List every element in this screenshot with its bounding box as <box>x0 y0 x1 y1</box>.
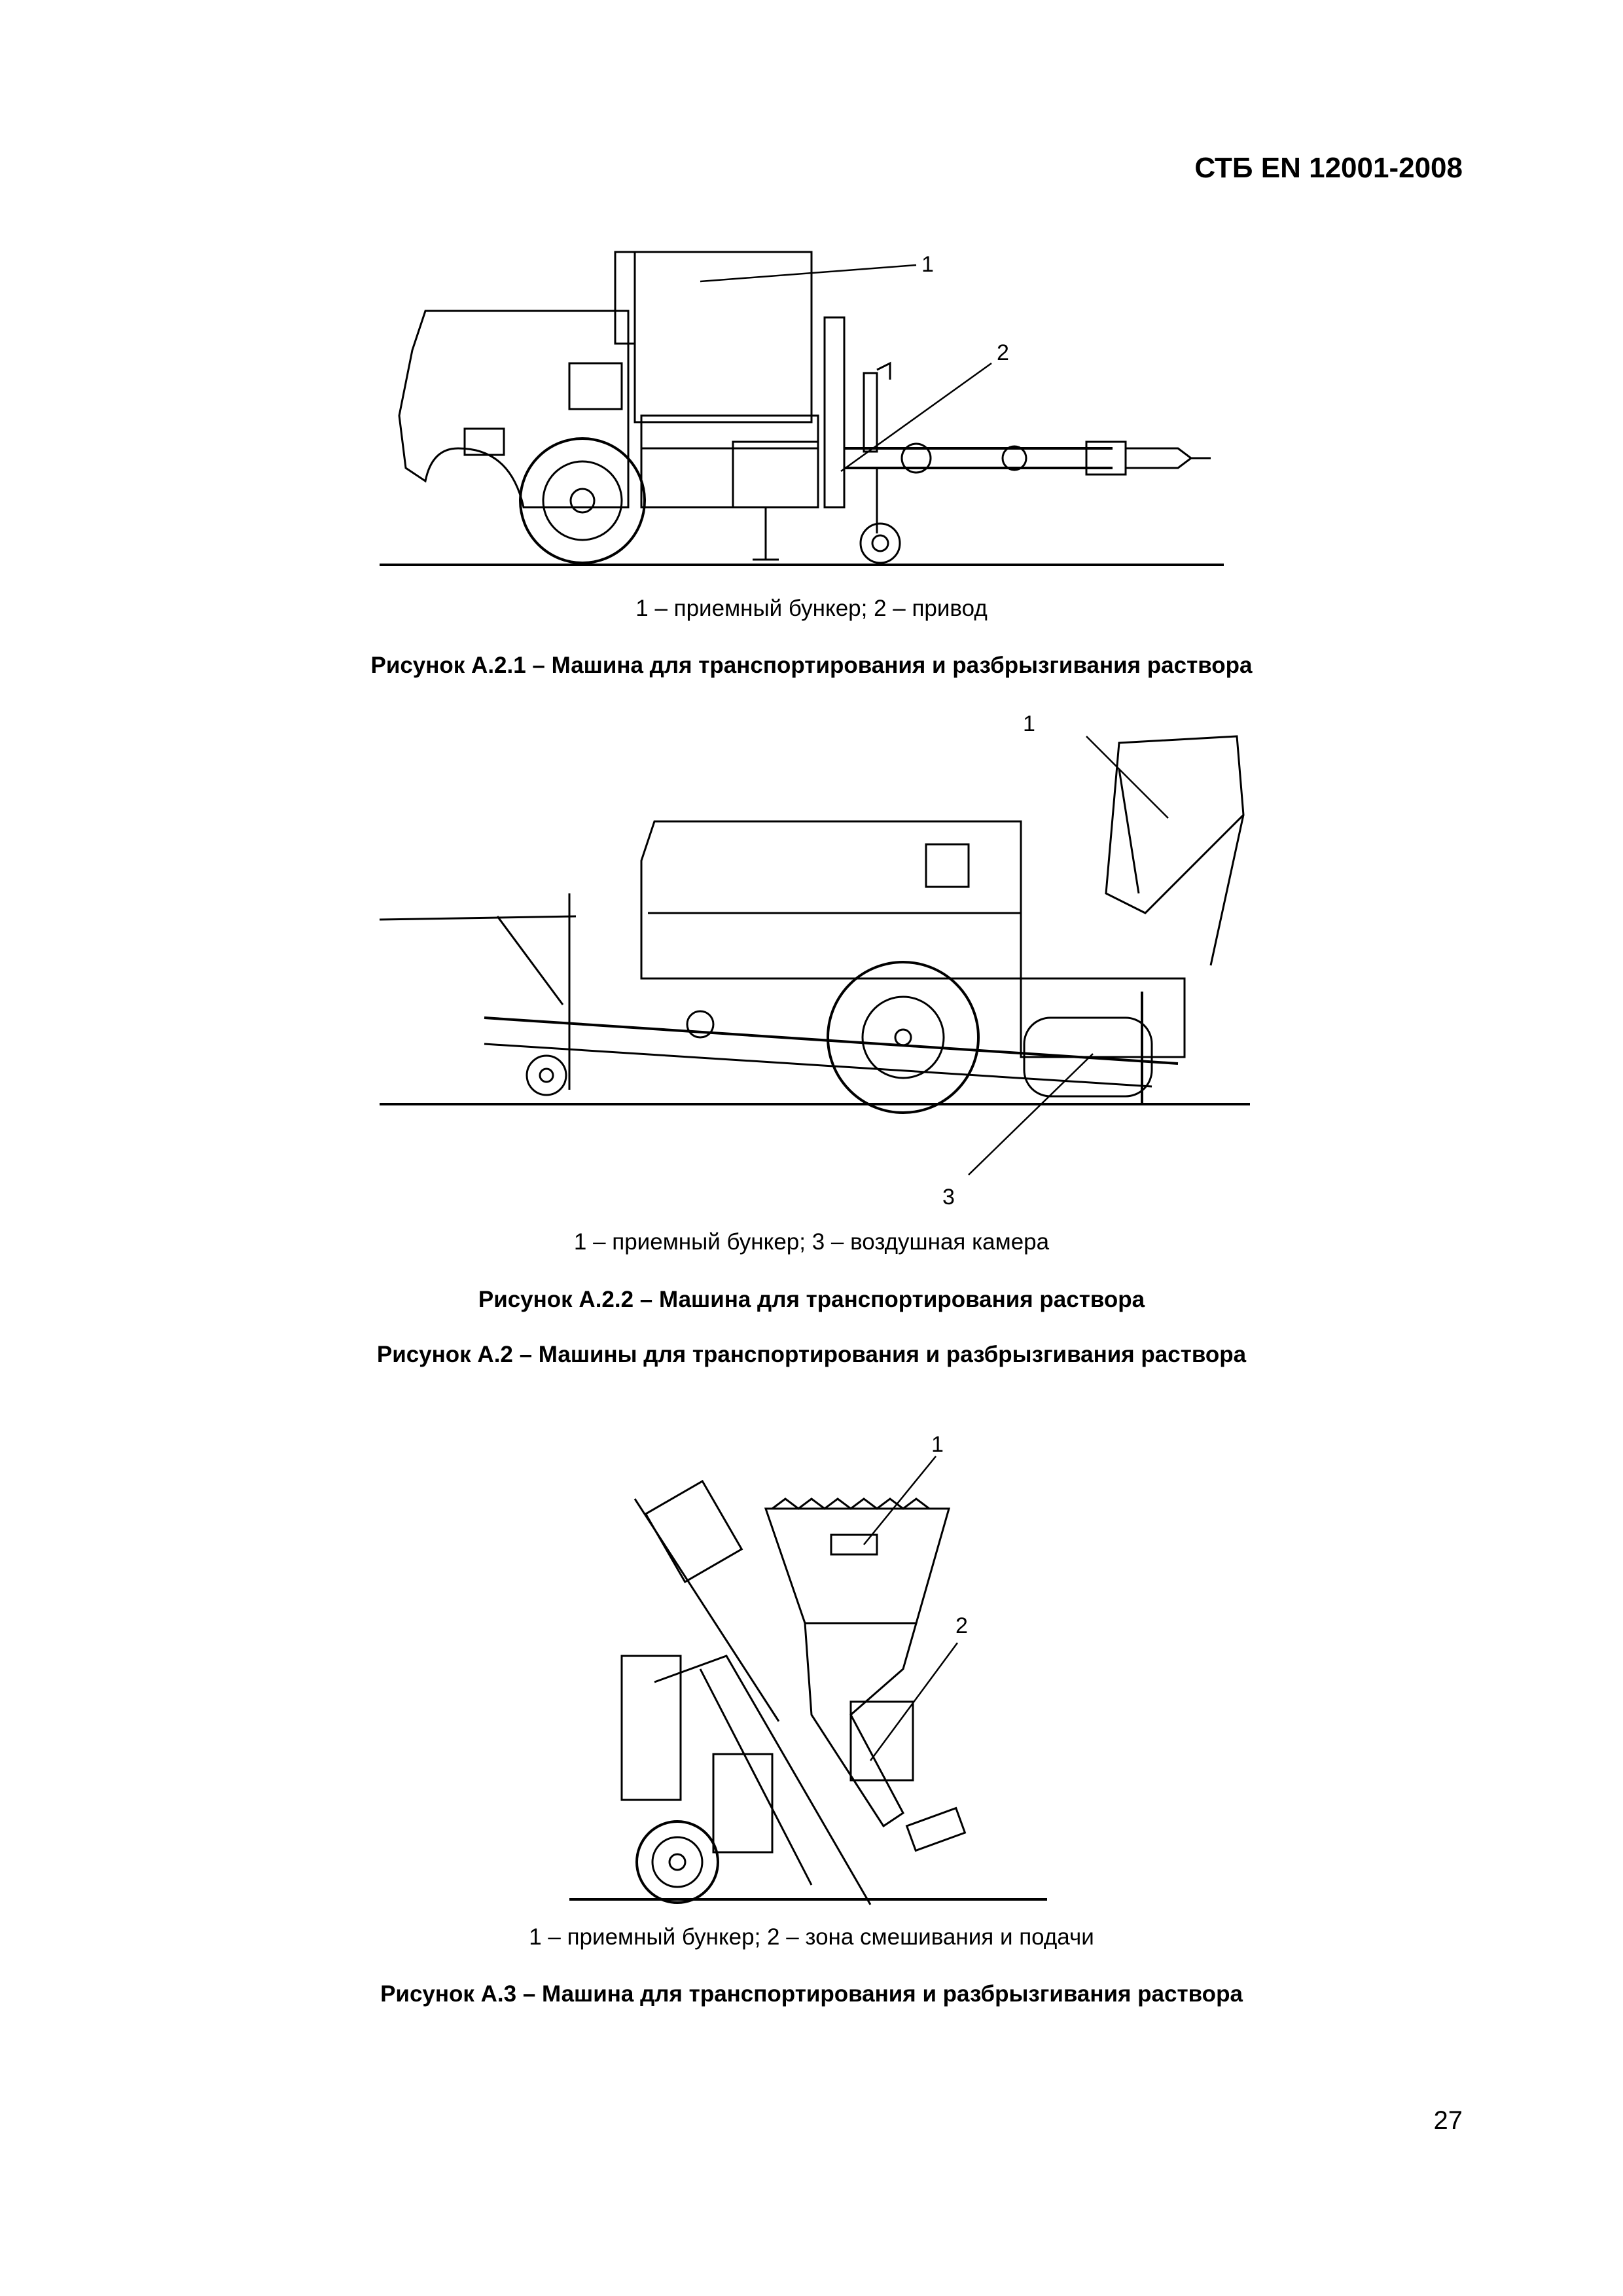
callout-label: 1 <box>931 1432 944 1457</box>
figure-a3-caption: Рисунок А.3 – Машина для транспортирован… <box>380 1981 1243 2007</box>
callout-label: 3 <box>942 1185 955 1210</box>
figure-a21-legend: 1 – приемный бункер; 2 – привод <box>635 596 988 621</box>
callout-label: 2 <box>997 340 1009 365</box>
figure-a21-caption: Рисунок А.2.1 – Машина для транспортиров… <box>370 653 1253 678</box>
document-code-header: СТБ EN 12001-2008 <box>1194 152 1463 184</box>
figure-a3-legend: 1 – приемный бункер; 2 – зона смешивания… <box>529 1924 1094 1950</box>
callout-label: 1 <box>1023 711 1035 736</box>
callout-label: 2 <box>955 1613 968 1638</box>
figure-a2-caption: Рисунок А.2 – Машины для транспортирован… <box>376 1342 1247 1367</box>
page-number: 27 <box>1433 2106 1463 2135</box>
figure-a3-drawing: 1 2 <box>563 1407 1060 1911</box>
figure-a22-drawing: 1 3 <box>366 697 1283 1221</box>
figure-a22-legend: 1 – приемный бункер; 3 – воздушная камер… <box>573 1229 1050 1255</box>
callout-label: 1 <box>921 252 934 277</box>
figure-a22-caption: Рисунок А.2.2 – Машина для транспортиров… <box>478 1287 1145 1312</box>
figure-a21-drawing: 1 2 <box>353 232 1243 579</box>
